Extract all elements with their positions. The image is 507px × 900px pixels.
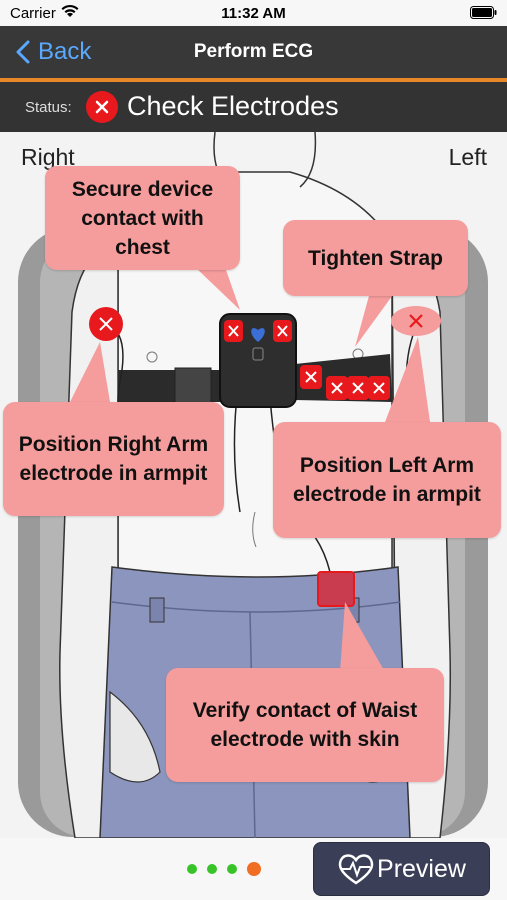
callout-tighten-strap: Tighten Strap — [283, 220, 468, 296]
page-dot — [227, 864, 237, 874]
page-dot — [207, 864, 217, 874]
chevron-left-icon — [16, 40, 30, 64]
callout-waist-electrode: Verify contact of Waist electrode with s… — [166, 668, 444, 782]
status-label: Status: — [25, 99, 72, 116]
page-dot-current — [247, 862, 261, 876]
right-side-label: Right — [21, 144, 75, 170]
back-label: Back — [38, 38, 92, 65]
status-row: Status: Check Electrodes — [0, 82, 507, 132]
heart-pulse-icon — [338, 854, 374, 885]
callout-secure-device: Secure device contact with chest — [45, 166, 240, 270]
preview-label: Preview — [377, 854, 466, 883]
accent-divider — [0, 78, 507, 82]
callout-left-arm: Position Left Arm electrode in armpit — [273, 422, 501, 538]
back-button[interactable]: Back — [16, 36, 91, 68]
electrode-illustration: Right Left Secure device contact with ch… — [0, 132, 507, 838]
status-text: Check Electrodes — [127, 91, 339, 121]
left-side-label: Left — [448, 144, 487, 170]
navigation-bar: Back Perform ECG — [0, 26, 507, 78]
callout-right-arm: Position Right Arm electrode in armpit — [3, 402, 224, 516]
page-indicator — [187, 862, 271, 876]
clock-time: 11:32 AM — [221, 5, 286, 22]
page-title: Perform ECG — [193, 41, 314, 62]
preview-button[interactable]: Preview — [313, 842, 490, 896]
wifi-icon — [60, 3, 80, 24]
x-circle-icon — [86, 91, 118, 123]
bottom-toolbar: Preview — [0, 838, 507, 900]
battery-icon — [470, 6, 497, 24]
carrier-label: Carrier — [10, 5, 56, 22]
status-bar: Carrier 11:32 AM — [0, 0, 507, 26]
page-dot — [187, 864, 197, 874]
